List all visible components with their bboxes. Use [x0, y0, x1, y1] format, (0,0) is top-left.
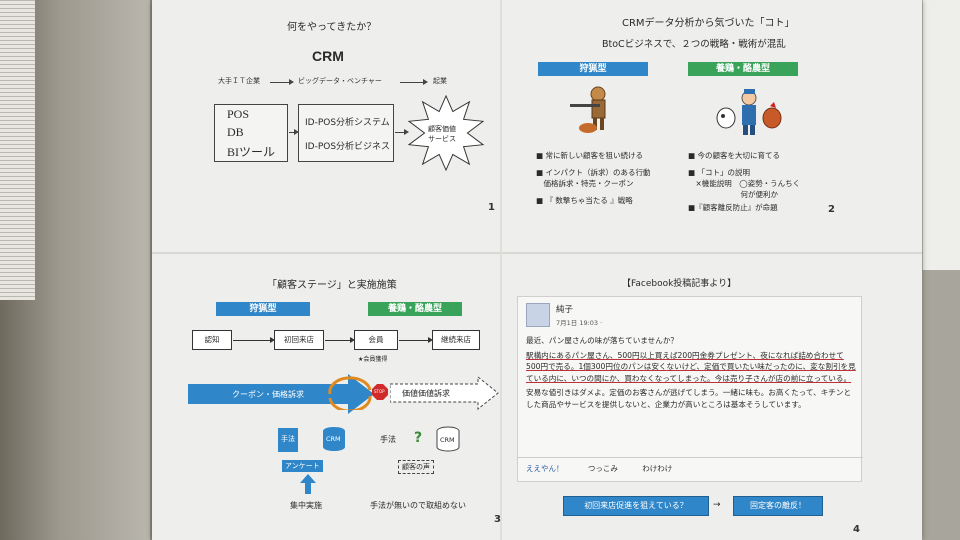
bullet-item: 価格訴求・特売・クーポン — [536, 179, 634, 188]
slide-title: CRMデータ分析から気づいた「コト」 — [622, 18, 795, 29]
stage-box: 認知 — [192, 330, 232, 350]
slide-two-strategies: CRMデータ分析から気づいた「コト」 BtoCビジネスで、２つの戦略・戦術が混乱… — [502, 0, 922, 240]
side-sheet — [922, 0, 960, 270]
slide-title: CRM — [312, 48, 344, 64]
arrow-icon: → — [713, 500, 721, 510]
bullet-item: ■ 今の顧客を大切に育てる — [688, 151, 780, 160]
coupon-arrow — [188, 374, 374, 414]
flow-arrow — [233, 337, 275, 343]
facebook-post-card: 純子 7月1日 19:03 · 最近、パン屋さんの味が落ちていませんか？ 駅構内… — [517, 296, 863, 482]
slide-subtitle: BtoCビジネスで、２つの戦略・戦術が混乱 — [602, 39, 786, 50]
stage-box: 初回来店 — [274, 330, 324, 350]
comment-button[interactable]: つっこみ — [587, 464, 618, 473]
timeline-arrow — [400, 79, 428, 85]
timeline-arrow — [270, 79, 294, 85]
stop-label: STOP — [374, 389, 385, 394]
like-button[interactable]: ええやん！ — [526, 464, 564, 473]
hunter-icon — [570, 86, 606, 133]
tool-item: DB — [227, 125, 244, 139]
id-pos-item: ID-POS分析システム — [305, 118, 390, 128]
timeline-label: 起業 — [433, 77, 447, 85]
value-arrow — [390, 376, 499, 410]
crm-label: CRM — [326, 435, 341, 443]
tool-item: POS — [227, 107, 250, 121]
tools-box: POS DB BIツール — [214, 104, 288, 162]
page-number: 4 — [853, 524, 860, 535]
coupon-arrow-label: クーポン・価格訴求 — [232, 390, 304, 399]
method-icon: 手法 — [278, 428, 298, 452]
database-icon — [323, 427, 345, 451]
post-author: 純子 — [556, 305, 574, 315]
page-number: 1 — [488, 202, 495, 213]
hunting-tag: 狩猟型 — [216, 302, 310, 316]
farming-tag: 養鶏・酪農型 — [368, 302, 462, 316]
bullet-item: ■ 常に新しい顧客を狙い続ける — [536, 151, 643, 160]
burst-label: 顧客価値 サービス — [428, 125, 456, 143]
focus-label: 集中実施 — [290, 501, 322, 510]
method-label: 手法 — [380, 435, 396, 444]
post-paragraph: 最近、パン屋さんの味が落ちていませんか？ — [526, 336, 679, 345]
fold-line — [500, 0, 502, 540]
value-arrow-label: 価値価値訴求 — [402, 389, 450, 398]
farmer-icon — [716, 89, 782, 135]
flow-arrow — [395, 129, 409, 135]
farming-tag: 養鶏・酪農型 — [688, 62, 798, 76]
cta-right-box: 固定客の離反！ — [733, 496, 823, 516]
avatar — [526, 303, 550, 327]
post-date: 7月1日 19:03 · — [556, 319, 603, 327]
flow-arrow — [289, 129, 299, 135]
bullet-item: ■『顧客離反防止』が命題 — [688, 203, 778, 212]
tool-item: BIツール — [227, 145, 276, 159]
slide-customer-stages: 「顧客ステージ」と実施施策 狩猟型 養鶏・酪農型 認知 初回来店 会員 継続来店… — [152, 262, 507, 540]
slide-heading: 何をやってきたか？ — [287, 22, 377, 33]
slide-title: 「顧客ステージ」と実施施策 — [267, 280, 397, 291]
bullet-item: ■ インパクト（訴求）のある行動 — [536, 168, 651, 177]
id-pos-item: ID-POS分析ビジネス — [305, 142, 391, 152]
stage-note: ★会員獲得 — [358, 356, 388, 363]
crm-label: CRM — [440, 436, 455, 444]
stage-box: 会員 — [354, 330, 398, 350]
no-method-label: 手法が無いので取組めない — [370, 501, 466, 510]
fold-line — [152, 252, 922, 254]
slide-title: 【Facebook投稿記事より】 — [622, 279, 737, 289]
bullet-item: ■ 「コト」の説明 — [688, 168, 750, 177]
page-number: 3 — [494, 514, 501, 525]
timeline-label: ビッグデータ・ベンチャー — [298, 77, 382, 85]
flow-arrow — [325, 337, 355, 343]
id-pos-box: ID-POS分析システム ID-POS分析ビジネス — [298, 104, 394, 162]
page-number: 2 — [828, 204, 835, 215]
share-button[interactable]: わけわけ — [642, 464, 673, 473]
question-mark-icon: ? — [414, 430, 423, 446]
stop-sign-icon — [372, 384, 388, 400]
farming-bullets: ■ 今の顧客を大切に育てる ■ 「コト」の説明 ×機能説明 ◯姿勢・うんちく 何… — [688, 150, 800, 213]
hunting-bullets: ■ 常に新しい顧客を狙い続ける ■ インパクト（訴求）のある行動 価格訴求・特売… — [536, 150, 650, 206]
divider — [518, 457, 863, 458]
stage-box: 継続来店 — [432, 330, 480, 350]
bullet-item: 何が便利か — [688, 190, 778, 199]
hunting-tag: 狩猟型 — [538, 62, 648, 76]
post-paragraph: 安易な値引きはダメよ。定価のお客さんが逃げてしまう。一緒に味も。お高くたって、キ… — [526, 388, 852, 409]
flow-arrow — [399, 337, 433, 343]
post-body: 最近、パン屋さんの味が落ちていませんか？ 駅構内にあるパン屋さん、500円以上買… — [526, 335, 856, 413]
survey-label: アンケート — [282, 460, 323, 472]
database-outline-icon — [436, 426, 460, 452]
bullet-item: ■ 『 数撃ちゃ当たる 』戦略 — [536, 196, 633, 205]
post-actions: ええやん！ つっこみ わけわけ — [526, 463, 694, 474]
handout-sheet: 何をやってきたか？ CRM 大手ＩＴ企業 ビッグデータ・ベンチャー 起業 POS… — [152, 0, 922, 540]
cta-left-box: 初回来店促進を狙えている？ — [563, 496, 709, 516]
post-paragraph: 駅構内にあるパン屋さん、500円以上買えば200円金券プレゼント、夜になれば詰め… — [526, 350, 856, 383]
slide-crm-history: 何をやってきたか？ CRM 大手ＩＴ企業 ビッグデータ・ベンチャー 起業 POS… — [152, 0, 497, 240]
starburst-icon — [407, 94, 485, 172]
slide-facebook-post: 【Facebook投稿記事より】 純子 7月1日 19:03 · 最近、パン屋さ… — [507, 262, 922, 540]
bullet-item: ×機能説明 ◯姿勢・うんちく — [688, 179, 801, 188]
voice-label: 顧客の声 — [398, 460, 434, 474]
up-arrow-icon — [300, 474, 316, 494]
paper-stack — [0, 0, 35, 300]
timeline-label: 大手ＩＴ企業 — [218, 77, 260, 85]
cycle-arrows-icon — [328, 376, 372, 410]
